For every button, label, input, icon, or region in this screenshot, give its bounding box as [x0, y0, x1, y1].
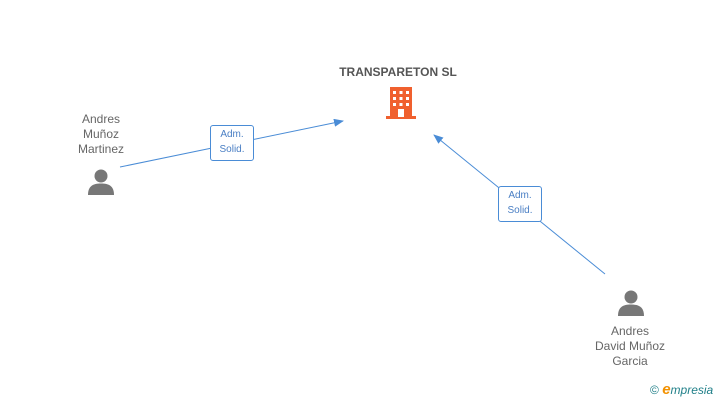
person-name-line: Muñoz	[82, 127, 120, 141]
person-name-andres-munoz-martinez[interactable]: Andres Muñoz Martinez	[56, 112, 146, 157]
person-icon[interactable]	[618, 290, 644, 317]
edge-label-line: Solid.	[507, 205, 533, 216]
person-name-line: David Muñoz	[594, 339, 666, 353]
person-icon[interactable]	[88, 169, 114, 196]
person-name-line: Garcia	[612, 354, 648, 368]
edge-label-line: Solid.	[219, 144, 245, 155]
person-name-line: Martinez	[77, 142, 124, 156]
edge-label-role: Adm. Solid.	[498, 186, 542, 222]
edge-label-line: Adm.	[220, 129, 244, 140]
company-name[interactable]: TRANSPARETON SL	[339, 65, 457, 79]
edge-label-role: Adm. Solid.	[210, 125, 254, 161]
edge-label-line: Adm.	[508, 190, 532, 201]
person-name-andres-david-munoz-garcia[interactable]: Andres David Muñoz Garcia	[580, 324, 680, 369]
person-name-line: Andres	[610, 324, 650, 338]
brand-initial: e	[662, 381, 671, 398]
brand-name: mpresia	[670, 383, 714, 397]
person-name-line: Andres	[81, 112, 121, 126]
copyright-symbol: ©	[650, 383, 659, 397]
building-icon[interactable]	[386, 87, 416, 119]
empresia-logo: © empresia	[650, 381, 713, 398]
